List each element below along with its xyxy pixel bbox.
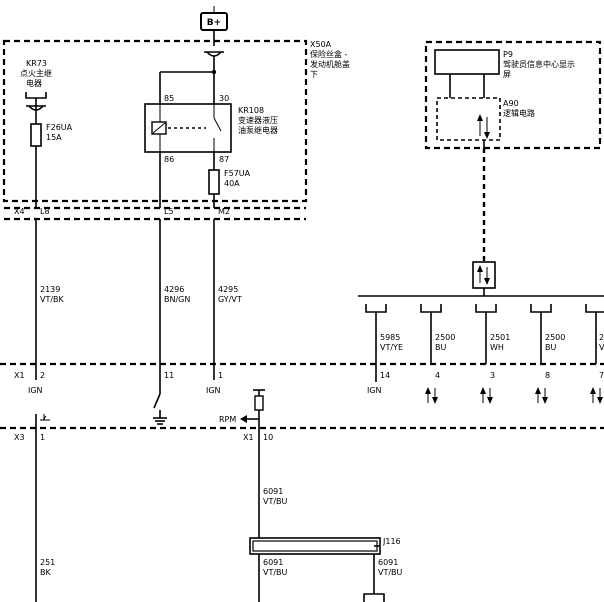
x1-pin-2: 2 [40, 371, 45, 380]
kr108-id: KR108 [238, 106, 264, 115]
wire-2500b-color: BU [545, 343, 556, 352]
p9-name-1: 驾驶员信息中心显示 [503, 59, 575, 69]
kr73-name-1: 点火主继 [20, 68, 52, 78]
bus-drop-connectors [365, 304, 604, 364]
x1-pin-1: 1 [218, 371, 223, 380]
wire-2-num: 2 [599, 333, 604, 342]
x1-pin-3: 3 [490, 371, 495, 380]
rpm-output-icon [240, 389, 265, 602]
p9-name-2: 屏 [503, 70, 511, 79]
wire-251-num: 251 [40, 558, 55, 567]
x1-lower-pin-10: 10 [263, 433, 273, 442]
a90-bidirectional-arrow-icon [477, 114, 490, 139]
f57ua-fuse [208, 169, 220, 208]
x50a-input-connector-icon [204, 51, 224, 75]
x50a-name-1: 保险丝盒 - [310, 49, 348, 59]
wire-4296-color: BN/GN [164, 295, 190, 304]
j116-splice [249, 537, 385, 602]
wire-6091a-color: VT/BU [263, 497, 288, 506]
wire-2-color: V [599, 343, 604, 352]
f26ua-fuse [30, 123, 42, 208]
wire-6091b-num: 6091 [263, 558, 283, 567]
kr108-relay [144, 71, 232, 153]
kr108-pin-85: 85 [164, 94, 174, 103]
x1-pin-7: 7 [599, 371, 604, 380]
p9-id: P9 [503, 50, 513, 59]
rpm-label: RPM [219, 415, 236, 424]
x3-id: X3 [14, 433, 25, 442]
ign-label-3: IGN [367, 386, 382, 395]
x1-id: X1 [14, 371, 25, 380]
x4-pin-m2: M2 [218, 207, 230, 216]
kr108-pin-87: 87 [219, 155, 229, 164]
ign-label-2: IGN [206, 386, 221, 395]
a90-name: 逻辑电路 [503, 108, 535, 118]
wire-6091b-color: VT/BU [263, 568, 288, 577]
wire-2500a-num: 2500 [435, 333, 455, 342]
x3-pin-1: 1 [40, 433, 45, 442]
kr73-connector-icon [25, 92, 47, 124]
bplus-terminal: B+ [200, 6, 228, 46]
kr73-id: KR73 [26, 59, 47, 68]
j116-id: J116 [382, 537, 401, 546]
x1-pin-11: 11 [164, 371, 174, 380]
wire-2139-color: VT/BK [40, 295, 65, 304]
kr73-name-2: 电器 [26, 78, 42, 88]
kr108-pin-30: 30 [219, 94, 229, 103]
wire-2500a-color: BU [435, 343, 446, 352]
low-side-driver-switch-icon [153, 364, 167, 425]
wire-2501-num: 2501 [490, 333, 510, 342]
x4-pin-l8: L8 [40, 207, 50, 216]
f26ua-rating: 15A [46, 133, 62, 142]
f57ua-rating: 40A [224, 179, 240, 188]
x1-pin-4: 4 [435, 371, 440, 380]
bplus-label: B+ [207, 18, 221, 28]
p9-module-boundary [424, 40, 602, 150]
bus-arrow-box-icon [472, 261, 496, 296]
ground-wire [35, 414, 50, 602]
wire-2139-num: 2139 [40, 285, 60, 294]
f57ua-id: F57UA [224, 169, 251, 178]
wire-4295-color: GY/VT [218, 295, 242, 304]
x50a-id: X50A [310, 40, 332, 49]
kr108-name-2: 油泵继电器 [238, 125, 278, 135]
wire-4295-num: 4295 [218, 285, 238, 294]
x1-pin-14: 14 [380, 371, 390, 380]
x50a-fusebox-boundary [2, 39, 308, 221]
x4-pin-l5: L5 [164, 207, 174, 216]
wire-4296-num: 4296 [164, 285, 184, 294]
kr108-pin-86: 86 [164, 155, 174, 164]
f26ua-id: F26UA [46, 123, 73, 132]
wire-5985-num: 5985 [380, 333, 400, 342]
x1-pin-8: 8 [545, 371, 550, 380]
ign-label-1: IGN [28, 386, 43, 395]
wire-2501-color: WH [490, 343, 504, 352]
wire-6091c-color: VT/BU [378, 568, 403, 577]
kr108-name-1: 变速器液压 [238, 115, 278, 125]
a90-id: A90 [503, 99, 519, 108]
x4-id: X4 [14, 207, 25, 216]
x50a-name-2: 发动机舱盖 [310, 59, 350, 69]
wire-251-color: BK [40, 568, 51, 577]
wire-2500b-num: 2500 [545, 333, 565, 342]
wire-5985-color: VT/YE [380, 343, 403, 352]
x50a-name-3: 下 [310, 70, 318, 79]
x1-lower-id: X1 [243, 433, 254, 442]
wire-6091c-num: 6091 [378, 558, 398, 567]
bus-transceiver-arrows-icon [375, 364, 603, 404]
wire-6091a-num: 6091 [263, 487, 283, 496]
